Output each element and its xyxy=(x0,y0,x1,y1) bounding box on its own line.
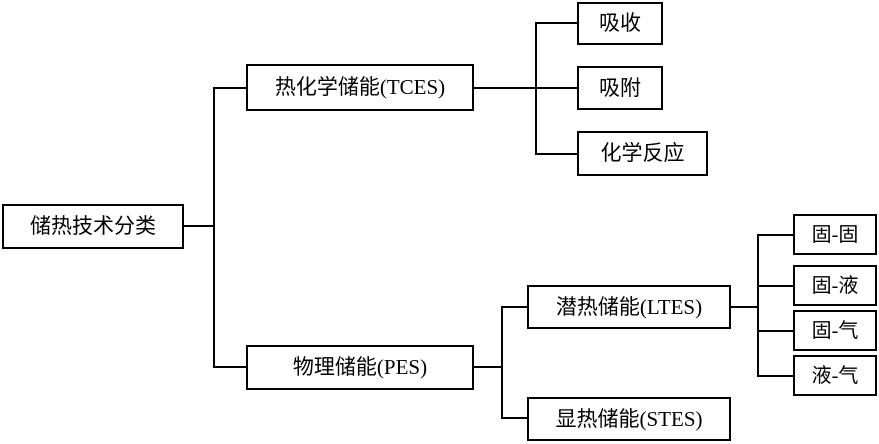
connector-root-stub xyxy=(183,225,215,227)
connector-pes-trunk xyxy=(501,306,503,419)
connector-ltes-to-solid-solid xyxy=(757,234,794,236)
node-tces-label: 热化学储能(TCES) xyxy=(274,75,446,99)
node-solid-liquid[interactable]: 固-液 xyxy=(793,265,877,306)
connector-root-trunk xyxy=(213,88,215,368)
node-solid-liquid-label: 固-液 xyxy=(811,274,859,297)
node-absorption-label: 吸收 xyxy=(599,11,641,35)
node-pes[interactable]: 物理储能(PES) xyxy=(246,345,474,390)
node-stes-label: 显热储能(STES) xyxy=(555,406,703,431)
node-solid-solid-label: 固-固 xyxy=(811,223,859,246)
connector-ltes-trunk xyxy=(757,235,759,376)
node-liquid-gas[interactable]: 液-气 xyxy=(793,355,877,396)
connector-tces-to-reaction xyxy=(535,153,578,155)
node-absorption[interactable]: 吸收 xyxy=(577,2,663,45)
connector-ltes-to-solid-gas xyxy=(757,330,794,332)
connector-trunk-to-tces xyxy=(213,87,247,89)
node-chemical-reaction-label: 化学反应 xyxy=(600,141,685,165)
connector-tces-stub xyxy=(473,87,536,89)
connector-pes-stub xyxy=(473,366,503,368)
node-root-label: 储热技术分类 xyxy=(30,214,156,238)
node-ltes[interactable]: 潜热储能(LTES) xyxy=(527,285,731,329)
node-root[interactable]: 储热技术分类 xyxy=(2,204,184,249)
node-solid-gas[interactable]: 固-气 xyxy=(793,310,877,351)
connector-tces-to-adsorption xyxy=(535,87,578,89)
node-solid-gas-label: 固-气 xyxy=(811,319,859,342)
connector-tces-to-absorption xyxy=(535,22,578,24)
node-chemical-reaction[interactable]: 化学反应 xyxy=(577,131,708,176)
node-stes[interactable]: 显热储能(STES) xyxy=(527,397,731,441)
connector-trunk-to-pes xyxy=(213,366,247,368)
connector-ltes-stub xyxy=(730,306,759,308)
node-pes-label: 物理储能(PES) xyxy=(292,355,428,379)
node-adsorption[interactable]: 吸附 xyxy=(577,66,663,110)
node-liquid-gas-label: 液-气 xyxy=(811,364,859,387)
node-ltes-label: 潜热储能(LTES) xyxy=(555,294,703,319)
connector-pes-to-stes xyxy=(501,417,528,419)
connector-ltes-to-liquid-gas xyxy=(757,375,794,377)
node-tces[interactable]: 热化学储能(TCES) xyxy=(246,64,474,111)
node-solid-solid[interactable]: 固-固 xyxy=(793,214,877,255)
node-adsorption-label: 吸附 xyxy=(599,75,641,100)
connector-ltes-to-solid-liquid xyxy=(757,285,794,287)
connector-pes-to-ltes xyxy=(501,306,528,308)
